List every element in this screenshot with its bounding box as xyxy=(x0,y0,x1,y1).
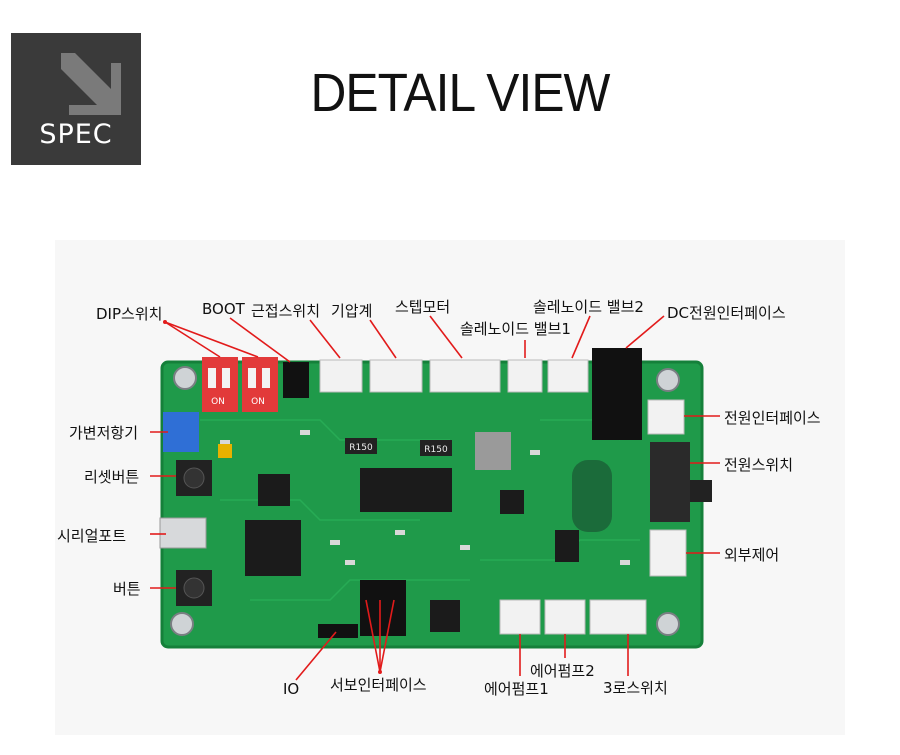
connector xyxy=(649,529,687,577)
label-reset-button: 리셋버튼 xyxy=(84,468,140,486)
dip-mark: ON xyxy=(251,397,265,407)
capacitor xyxy=(572,460,612,532)
screw xyxy=(656,612,680,636)
label-servo-interface: 서보인터페이스 xyxy=(330,676,427,694)
page-title: DETAIL VIEW xyxy=(310,63,610,123)
mcu-chip xyxy=(245,520,301,576)
label-external-control: 외부제어 xyxy=(724,546,780,564)
spec-label: SPEC xyxy=(39,119,113,150)
label-air-pump-1: 에어펌프1 xyxy=(484,680,549,698)
chip xyxy=(500,490,524,514)
spec-badge: SPEC xyxy=(11,33,141,165)
connector xyxy=(589,599,647,635)
label-barometer: 기압계 xyxy=(331,302,373,320)
screw xyxy=(173,366,197,390)
label-3way-switch: 3로스위치 xyxy=(603,679,668,697)
label-io: IO xyxy=(283,680,300,698)
label-boot: BOOT xyxy=(202,300,245,318)
screw xyxy=(170,612,194,636)
label-stepper-motor: 스텝모터 xyxy=(395,298,451,316)
chip xyxy=(475,432,511,470)
io-header xyxy=(318,624,358,638)
resistor xyxy=(345,438,377,454)
potentiometer xyxy=(163,412,199,452)
power-switch xyxy=(650,442,690,522)
connector xyxy=(647,399,685,435)
label-dc-power-interface: DC전원인터페이스 xyxy=(667,304,786,322)
label-power-switch: 전원스위치 xyxy=(724,456,794,474)
connector xyxy=(429,359,501,393)
label-solenoid-valve-2: 솔레노이드 밸브2 xyxy=(533,298,644,316)
connector xyxy=(507,359,543,393)
resistor-label: R150 xyxy=(349,443,373,453)
connector xyxy=(544,599,586,635)
connector xyxy=(319,359,363,393)
chip xyxy=(430,600,460,632)
usb-port xyxy=(159,517,207,549)
boot-header xyxy=(283,362,309,398)
label-solenoid-valve-1: 솔레노이드 밸브1 xyxy=(460,320,571,338)
connector xyxy=(547,359,589,393)
label-power-interface: 전원인터페이스 xyxy=(724,409,821,427)
chip xyxy=(258,474,290,506)
dip-mark: ON xyxy=(211,397,225,407)
label-button: 버튼 xyxy=(113,580,141,598)
chip xyxy=(555,530,579,562)
label-potentiometer: 가변저항기 xyxy=(69,424,139,442)
label-serial-port: 시리얼포트 xyxy=(57,527,127,545)
dc-jack xyxy=(592,348,642,440)
arrow-down-right-icon xyxy=(61,53,121,115)
resistor xyxy=(420,440,452,456)
driver-chip xyxy=(360,468,452,512)
label-proximity-switch: 근접스위치 xyxy=(251,302,321,320)
label-air-pump-2: 에어펌프2 xyxy=(530,662,595,680)
screw xyxy=(656,368,680,392)
resistor-label: R150 xyxy=(424,445,448,455)
connector xyxy=(499,599,541,635)
label-dip-switch: DIP스위치 xyxy=(96,305,163,323)
connector xyxy=(369,359,423,393)
